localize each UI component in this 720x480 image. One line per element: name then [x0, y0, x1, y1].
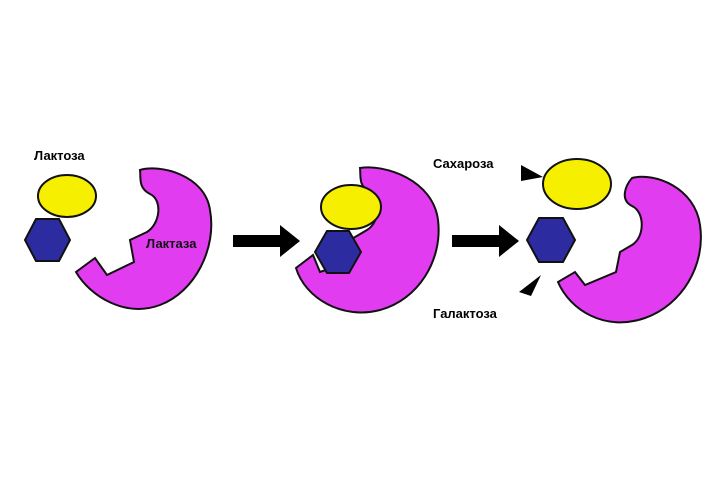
sucrose-label: Сахароза	[433, 156, 494, 171]
blue-hexagon-3	[525, 217, 577, 263]
blue-hexagon-2	[313, 230, 363, 274]
pointer-arrow-galactose	[519, 275, 541, 296]
stage-2	[294, 166, 440, 314]
enzyme-lactase-1	[74, 167, 213, 310]
lactase-label: Лактаза	[146, 236, 197, 251]
stage-3: Сахароза Галактоза	[433, 156, 702, 324]
enzyme-lactase-3	[556, 175, 702, 324]
reaction-arrow-2	[452, 225, 519, 257]
stage-1: Лактоза Лактаза	[23, 148, 213, 310]
yellow-molecule-1	[37, 174, 97, 218]
blue-hexagon-1	[23, 218, 72, 262]
yellow-molecule-2	[320, 184, 382, 230]
reaction-arrow-1	[233, 225, 300, 257]
lactose-label: Лактоза	[34, 148, 85, 163]
galactose-label: Галактоза	[433, 306, 498, 321]
yellow-molecule-3	[542, 158, 612, 210]
pointer-arrow-sucrose	[521, 165, 543, 181]
